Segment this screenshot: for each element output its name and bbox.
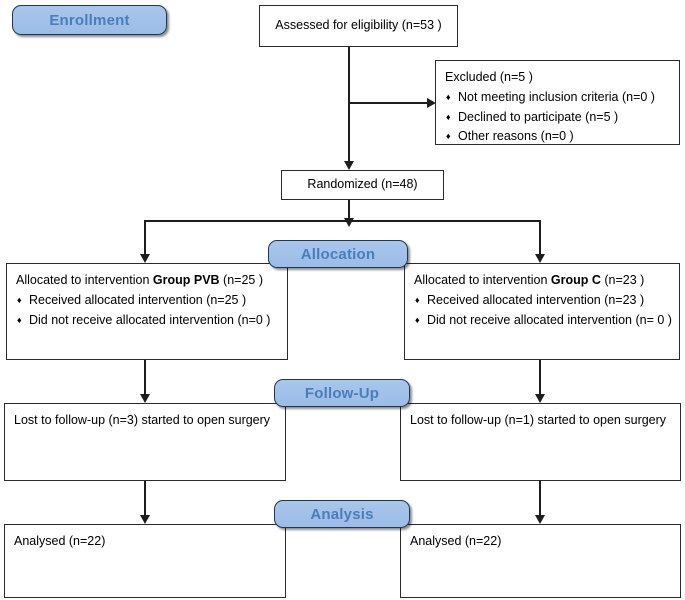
analysis-left-text: Analysed (n=22) xyxy=(14,534,106,548)
box-followup-right: Lost to follow-up (n=1) started to open … xyxy=(400,403,681,481)
diamond-bullet-icon: ♦ xyxy=(415,314,420,325)
connector-followup-to-analysis-right xyxy=(539,481,541,518)
alloc-left-heading-prefix: Allocated to intervention xyxy=(16,273,153,287)
connector-alloc-to-followup-left xyxy=(144,360,146,397)
stage-pill-analysis: Analysis xyxy=(274,500,410,528)
alloc-left-heading-suffix: (n=25 ) xyxy=(219,273,263,287)
analysis-right-text: Analysed (n=22) xyxy=(410,534,502,548)
diamond-bullet-icon: ♦ xyxy=(446,92,451,103)
randomized-text: Randomized (n=48) xyxy=(307,177,418,192)
followup-left-text: Lost to follow-up (n=3) started to open … xyxy=(14,413,271,427)
arrowhead-alloc-right-in xyxy=(535,254,545,263)
connector-followup-to-analysis-left xyxy=(144,481,146,518)
excluded-item: ♦ Other reasons (n=0 ) xyxy=(445,127,670,146)
alloc-left-item-label: Received allocated intervention (n=25 ) xyxy=(29,293,247,308)
connector-randomized-out xyxy=(348,200,350,222)
connector-alloc-to-followup-right xyxy=(539,360,541,397)
alloc-left-group-name: Group PVB xyxy=(152,273,220,287)
excluded-item-label: Declined to participate (n=5 ) xyxy=(458,109,619,124)
alloc-right-item-label: Received allocated intervention (n=23 ) xyxy=(427,293,645,308)
box-analysis-right: Analysed (n=22) xyxy=(400,524,681,598)
diamond-bullet-icon: ♦ xyxy=(17,314,22,325)
stage-pill-analysis-label: Analysis xyxy=(310,505,374,523)
excluded-item: ♦ Not meeting inclusion criteria (n=0 ) xyxy=(445,88,670,107)
alloc-right-heading-prefix: Allocated to intervention xyxy=(414,273,551,287)
diamond-bullet-icon: ♦ xyxy=(415,295,420,306)
excluded-item-label: Not meeting inclusion criteria (n=0 ) xyxy=(458,90,655,105)
excluded-item: ♦ Declined to participate (n=5 ) xyxy=(445,108,670,127)
diamond-bullet-icon: ♦ xyxy=(446,111,451,122)
alloc-right-item: ♦ Did not receive allocated intervention… xyxy=(414,311,672,330)
alloc-right-group-name: Group C xyxy=(550,273,601,287)
followup-right-text: Lost to follow-up (n=1) started to open … xyxy=(410,413,667,427)
stage-pill-enrollment: Enrollment xyxy=(12,5,167,35)
alloc-left-heading: Allocated to intervention Group PVB (n=2… xyxy=(16,271,278,290)
arrowhead-followup-left-in xyxy=(140,394,150,403)
connector-allocation-split xyxy=(145,220,541,222)
stage-pill-followup-label: Follow-Up xyxy=(304,384,380,402)
box-randomized: Randomized (n=48) xyxy=(281,170,444,200)
arrowhead-randomized-in xyxy=(344,161,354,170)
box-allocated-left: Allocated to intervention Group PVB (n=2… xyxy=(6,263,288,360)
box-assessed-for-eligibility: Assessed for eligibility (n=53 ) xyxy=(259,5,458,47)
box-allocated-right: Allocated to intervention Group C (n=23 … xyxy=(404,263,680,360)
diamond-bullet-icon: ♦ xyxy=(446,131,451,142)
stage-pill-followup: Follow-Up xyxy=(274,379,410,407)
connector-split-left xyxy=(144,220,146,256)
connector-assessed-to-randomized xyxy=(348,47,350,162)
box-excluded: Excluded (n=5 ) ♦ Not meeting inclusion … xyxy=(435,60,680,145)
alloc-right-heading: Allocated to intervention Group C (n=23 … xyxy=(414,271,670,290)
alloc-left-item: ♦ Received allocated intervention (n=25 … xyxy=(16,291,278,310)
diamond-bullet-icon: ♦ xyxy=(17,295,22,306)
alloc-right-item: ♦ Received allocated intervention (n=23 … xyxy=(414,291,670,310)
connector-split-right xyxy=(539,220,541,256)
arrowhead-alloc-left-in xyxy=(140,254,150,263)
excluded-heading: Excluded (n=5 ) xyxy=(445,70,533,84)
box-followup-left: Lost to follow-up (n=3) started to open … xyxy=(4,403,286,481)
arrowhead-analysis-right-in xyxy=(535,515,545,524)
excluded-item-label: Other reasons (n=0 ) xyxy=(458,129,574,144)
alloc-left-item: ♦ Did not receive allocated intervention… xyxy=(16,311,278,330)
box-analysis-left: Analysed (n=22) xyxy=(4,524,286,598)
connector-to-excluded xyxy=(348,102,428,104)
arrowhead-analysis-left-in xyxy=(140,515,150,524)
alloc-right-item-label: Did not receive allocated intervention (… xyxy=(427,312,672,327)
arrowhead-followup-right-in xyxy=(535,394,545,403)
arrowhead-split-in xyxy=(344,218,354,227)
alloc-right-heading-suffix: (n=23 ) xyxy=(600,273,645,287)
arrowhead-excluded-in xyxy=(427,98,436,108)
alloc-left-item-label: Did not receive allocated intervention (… xyxy=(29,312,271,327)
assessed-text: Assessed for eligibility (n=53 ) xyxy=(275,18,442,33)
stage-pill-enrollment-label: Enrollment xyxy=(49,11,130,29)
stage-pill-allocation-label: Allocation xyxy=(300,245,376,263)
stage-pill-allocation: Allocation xyxy=(268,240,408,268)
